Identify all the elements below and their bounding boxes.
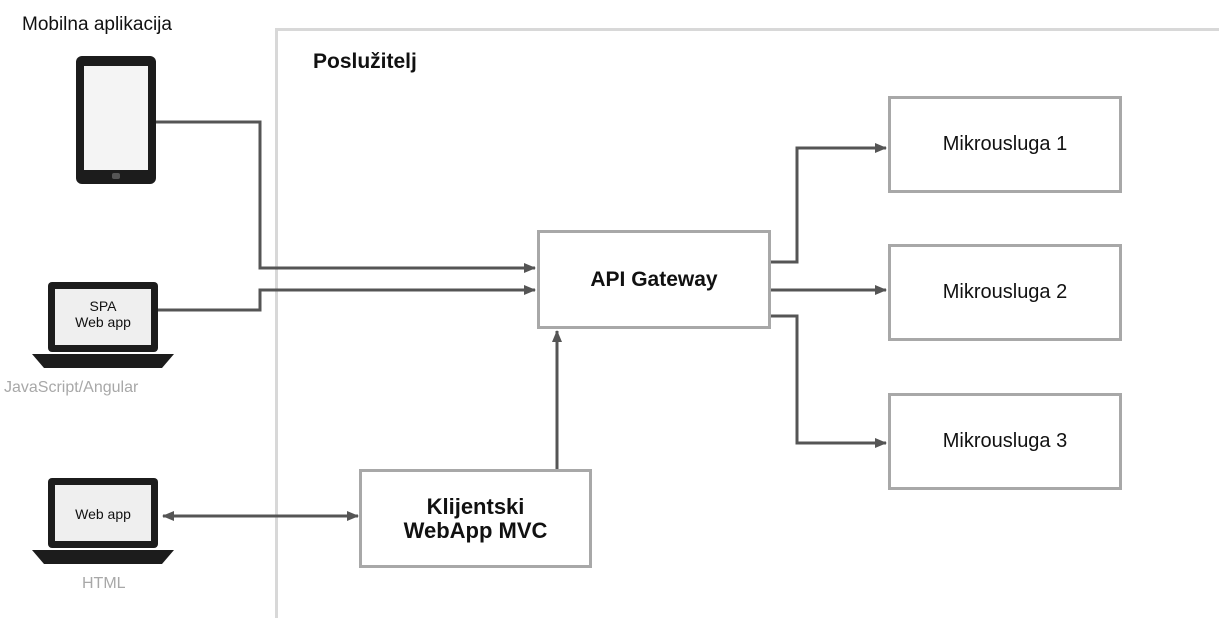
server-title: Poslužitelj	[313, 50, 417, 73]
microservice-box-2: Mikrousluga 2	[888, 244, 1122, 341]
tablet-icon	[76, 56, 156, 184]
client-webapp-mvc-box: Klijentski WebApp MVC	[359, 469, 592, 568]
mobile-app-label: Mobilna aplikacija	[22, 14, 172, 35]
api-gateway-label: API Gateway	[590, 267, 718, 291]
spa-laptop-icon	[32, 282, 174, 368]
microservice-label: Mikrousluga 2	[942, 281, 1068, 303]
server-frame	[275, 28, 1219, 618]
connector-gateway-micro3	[770, 314, 887, 448]
api-gateway-box: API Gateway	[537, 230, 771, 329]
web-laptop-icon	[32, 478, 174, 564]
diagram-canvas	[32, 56, 887, 564]
client-webapp-mvc-label: Klijentski WebApp MVC	[403, 493, 548, 543]
connector-spa-gateway	[158, 285, 536, 312]
connector-mobile-gateway	[156, 120, 536, 273]
spa-caption: JavaScript/Angular	[4, 379, 139, 396]
web-laptop-screen-text: Web app	[75, 506, 131, 522]
microservice-label: Mikrousluga 3	[942, 430, 1068, 452]
microservice-box-3: Mikrousluga 3	[888, 393, 1122, 490]
microservice-label: Mikrousluga 1	[942, 133, 1068, 155]
microservice-box-1: Mikrousluga 1	[888, 96, 1122, 193]
web-caption: HTML	[82, 575, 126, 592]
spa-laptop-screen-text: SPA Web app	[75, 298, 131, 330]
connector-gateway-micro1	[770, 143, 887, 264]
